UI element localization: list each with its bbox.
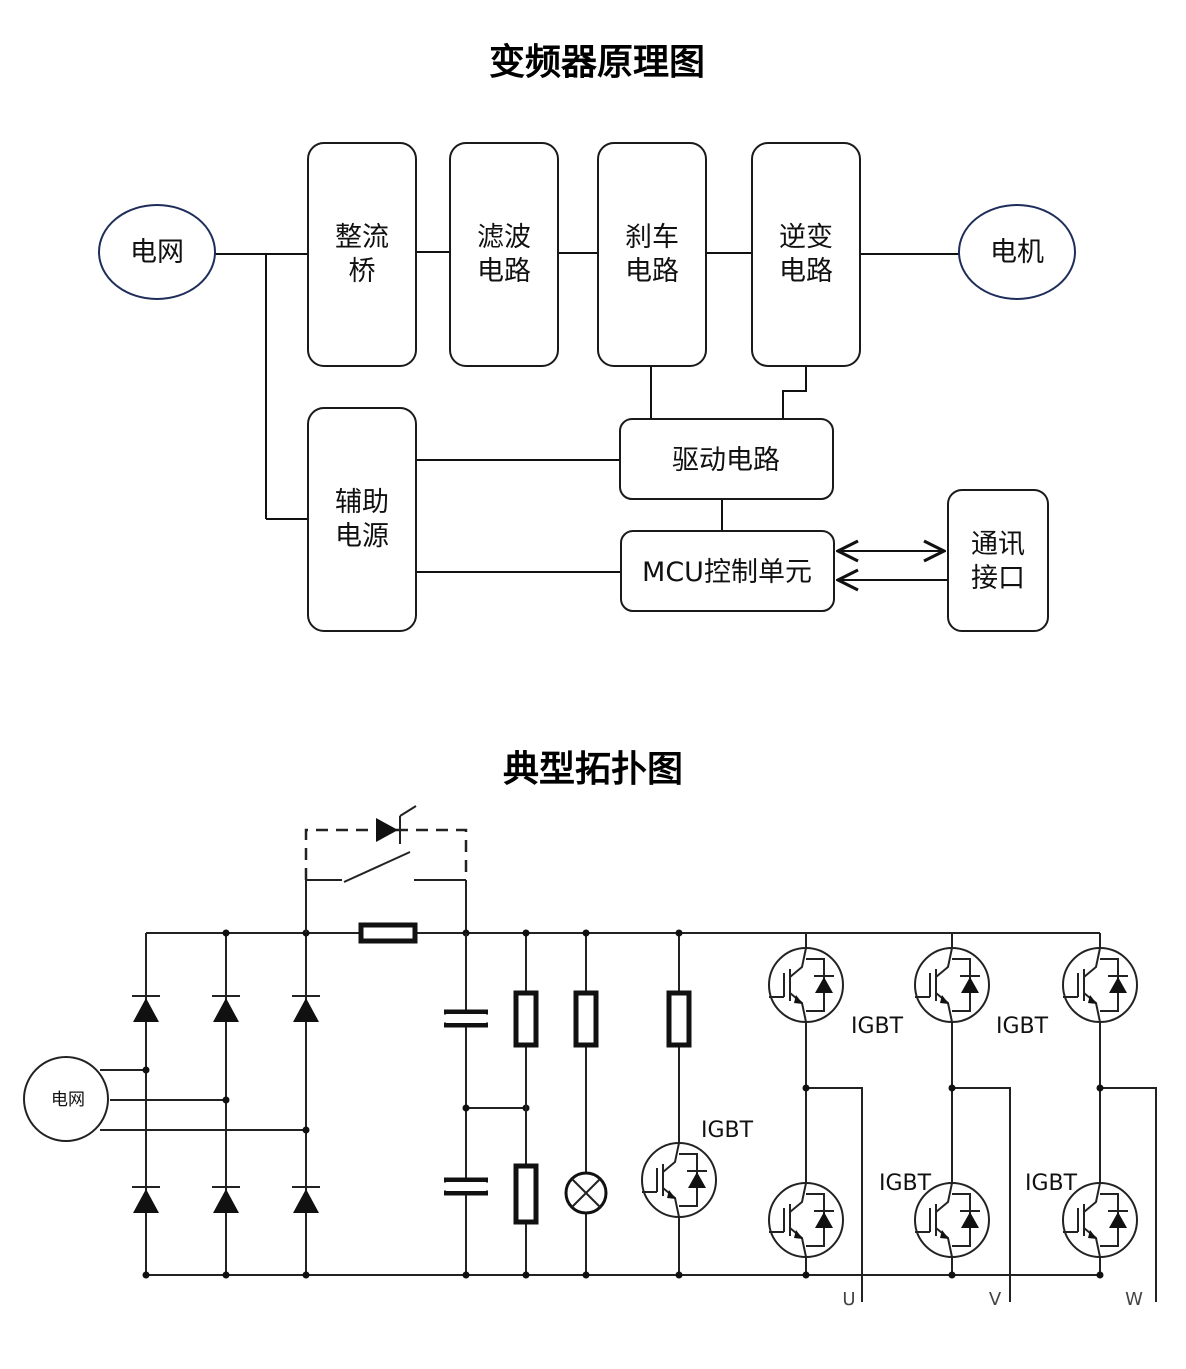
precharge-circuit	[304, 805, 470, 944]
lamp-icon	[564, 1171, 608, 1215]
igbt-label-lower-w: IGBT	[1025, 1171, 1078, 1196]
indicator-branch	[564, 929, 608, 1279]
driver-label: 驱动电路	[672, 445, 780, 476]
diode-icon	[212, 1186, 240, 1213]
aux-power-block: 辅助 电源	[307, 407, 417, 632]
comm-label-line2: 接口	[971, 563, 1025, 594]
grid-label: 电网	[130, 237, 184, 268]
comm-label-line1: 通讯	[971, 529, 1025, 560]
diode-icon	[292, 995, 320, 1022]
igbt-icon	[914, 1182, 990, 1258]
mcu-label: MCU控制单元	[642, 557, 812, 588]
output-w-label: W	[1125, 1289, 1143, 1310]
comm-block: 通讯 接口	[947, 489, 1049, 632]
diode-icon	[212, 995, 240, 1022]
diode-icon	[132, 995, 160, 1022]
dc-link-capacitors	[444, 933, 530, 1279]
motor-node: 电机	[958, 204, 1076, 300]
mcu-block: MCU控制单元	[620, 530, 835, 612]
brake-label-line2: 电路	[625, 256, 679, 287]
igbt-icon	[914, 947, 990, 1023]
igbt-icon	[641, 1142, 717, 1218]
igbt-icon	[768, 947, 844, 1023]
rectifier-label-line2: 桥	[349, 256, 376, 287]
brake-block: 刹车 电路	[597, 142, 707, 367]
igbt-icon	[1062, 947, 1138, 1023]
inverter-label-line2: 电路	[779, 256, 833, 287]
igbt-label-upper-u: IGBT	[851, 1014, 904, 1039]
inverter-label-line1: 逆变	[779, 222, 833, 253]
thyristor-icon	[376, 805, 417, 844]
rectifier-bridge	[100, 929, 320, 1279]
filter-label-line2: 电路	[477, 256, 531, 287]
output-u-label: U	[842, 1289, 855, 1310]
diode-icon	[132, 1186, 160, 1213]
inverter-block: 逆变 电路	[751, 142, 861, 367]
igbt-icon	[768, 1182, 844, 1258]
rectifier-label-line1: 整流	[335, 222, 389, 253]
igbt-label-lower-v: IGBT	[879, 1171, 932, 1196]
rectifier-block: 整流 桥	[307, 142, 417, 367]
brake-branch	[666, 929, 692, 1279]
grid-node: 电网	[98, 204, 216, 300]
diode-icon	[292, 1186, 320, 1213]
block-diagram-title: 变频器原理图	[489, 41, 705, 83]
filter-block: 滤波 电路	[449, 142, 559, 367]
motor-label: 电机	[990, 237, 1044, 268]
aux-power-label-line1: 辅助	[335, 487, 389, 518]
grid-source: 电网	[23, 1056, 109, 1142]
filter-label-line1: 滤波	[477, 222, 531, 253]
brake-label-line1: 刹车	[625, 222, 679, 253]
block-wiring	[215, 251, 960, 580]
igbt-label-upper-v: IGBT	[996, 1014, 1049, 1039]
balance-resistors	[513, 929, 539, 1279]
aux-power-label-line2: 电源	[335, 521, 389, 552]
driver-block: 驱动电路	[619, 418, 834, 500]
output-v-label: V	[989, 1289, 1002, 1310]
topology-title: 典型拓扑图	[503, 749, 683, 790]
igbt-icon	[1062, 1182, 1138, 1258]
igbt-label-brake: IGBT	[701, 1118, 754, 1143]
grid-source-label: 电网	[51, 1090, 85, 1110]
